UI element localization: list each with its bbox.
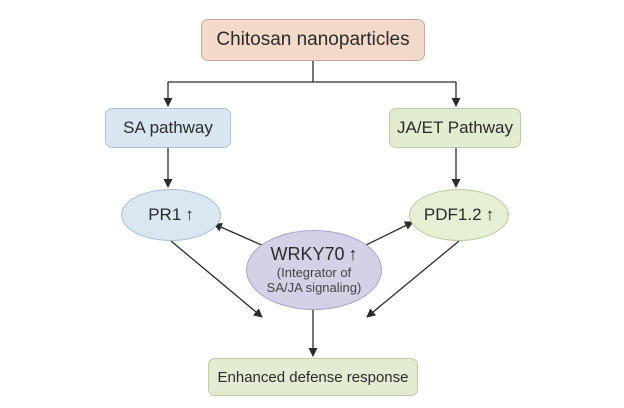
node-wrky70-title: WRKY70↑ — [270, 244, 357, 265]
node-sa-pathway: SA pathway — [105, 108, 231, 148]
node-sa-pathway-label: SA pathway — [123, 118, 213, 137]
node-enhanced-defense-response: Enhanced defense response — [208, 358, 418, 396]
arrow-wrky70-to-pr1 — [213, 223, 267, 248]
node-wrky70-subtitle-line1: (Integrator of — [276, 265, 352, 281]
node-jaet-pathway-label: JA/ET Pathway — [397, 118, 513, 137]
node-jaet-pathway: JA/ET Pathway — [389, 108, 521, 148]
node-chitosan-nanoparticles: Chitosan nanoparticles — [201, 19, 425, 61]
node-pr1-label: PR1 — [148, 205, 182, 224]
node-pr1: PR1 ↑ — [121, 189, 221, 241]
node-pdf12-label: PDF1.2 — [423, 205, 482, 224]
node-chitosan-label: Chitosan nanoparticles — [216, 29, 410, 50]
arrow-pdf12-to-enhanced — [366, 240, 460, 318]
arrow-pr1-to-enhanced — [170, 240, 263, 318]
node-pdf12: PDF1.2 ↑ — [409, 189, 509, 241]
node-enhanced-label: Enhanced defense response — [217, 368, 409, 386]
up-arrow-icon: ↑ — [485, 205, 495, 224]
node-wrky70-label: WRKY70 — [270, 243, 345, 264]
node-wrky70: WRKY70↑ (Integrator of SA/JA signaling) — [246, 230, 382, 310]
up-arrow-icon: ↑ — [185, 205, 194, 224]
up-arrow-icon: ↑ — [348, 243, 358, 264]
node-wrky70-subtitle-line2: SA/JA signaling) — [266, 280, 362, 296]
arrow-wrky70-to-pdf12 — [361, 221, 414, 248]
